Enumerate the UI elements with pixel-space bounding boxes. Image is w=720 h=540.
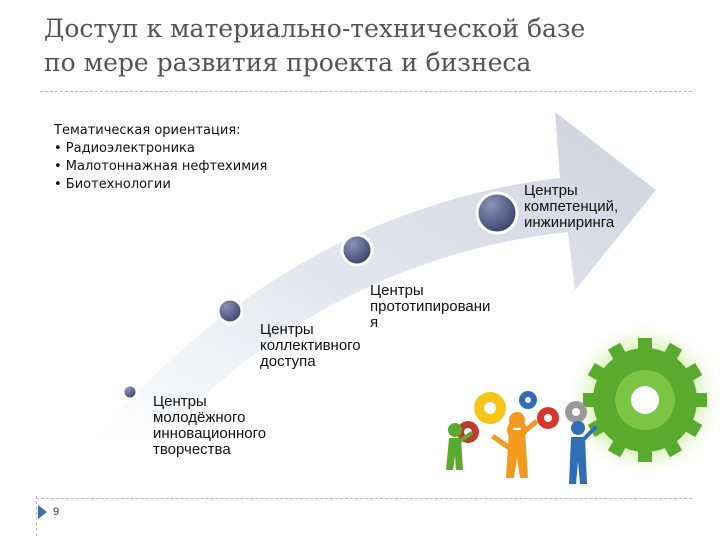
page-number: 9: [53, 506, 60, 518]
page-marker-icon: [38, 505, 47, 519]
stage-label-youth-centers: Центры молодёжного инновационного творче…: [153, 393, 267, 458]
slide-title: Доступ к материально-технической базе по…: [44, 12, 704, 80]
orientation-item: • Радиоэлектроника: [54, 141, 195, 156]
title-line-1: Доступ к материально-технической базе: [44, 14, 586, 43]
footer-divider: [36, 498, 692, 499]
stage-label-competence-engineering: Центры компетенций, инжиниринга: [524, 182, 619, 231]
stage-dot-4: [475, 191, 519, 235]
thematic-orientation: Тематическая ориентация: • Радиоэлектрон…: [54, 122, 267, 194]
title-divider: [40, 91, 692, 92]
orientation-item: • Биотехнологии: [54, 177, 171, 192]
title-line-2: по мере развития проекта и бизнеса: [44, 48, 532, 77]
people-turning-gears-icon: [446, 320, 720, 484]
growth-arrow: [95, 112, 656, 440]
stage-label-collective-access: Центры коллективного доступа: [260, 321, 361, 370]
orientation-list: • Радиоэлектроника • Малотоннажная нефте…: [54, 140, 267, 194]
orientation-item: • Малотоннажная нефтехимия: [54, 159, 268, 174]
footer-left-border: [36, 496, 37, 536]
stage-dot-3: [340, 233, 374, 267]
stage-dot-1: [121, 383, 139, 401]
orientation-heading: Тематическая ориентация:: [54, 123, 241, 138]
stage-label-prototyping: Центры прототипировани я: [370, 282, 491, 331]
stage-dot-2: [216, 297, 244, 325]
